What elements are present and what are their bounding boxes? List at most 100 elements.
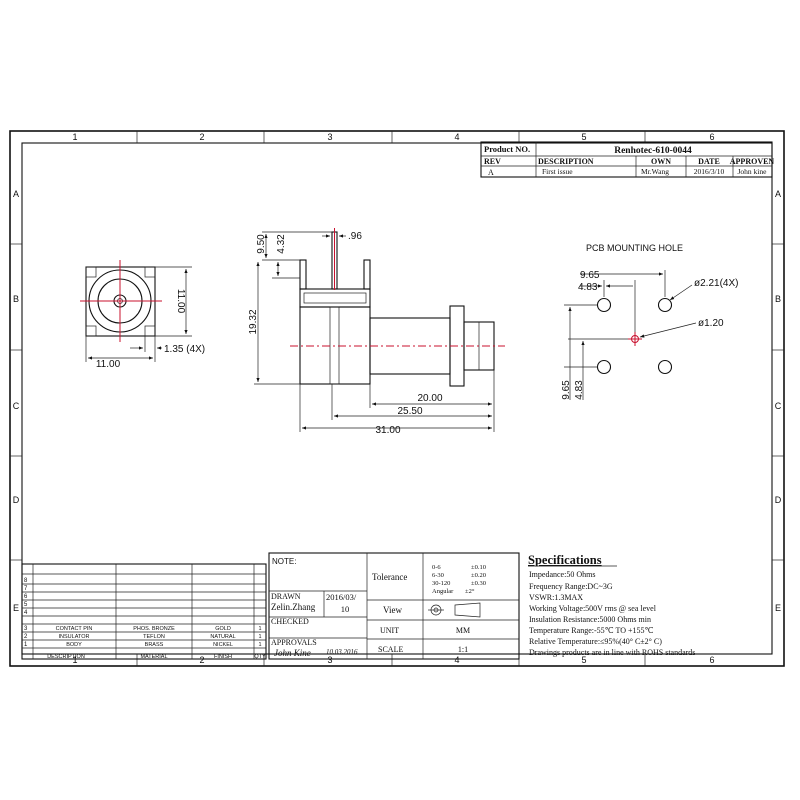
bom-rownum-8: 8 (24, 578, 28, 584)
drawn-date-a: 2016/03/ (326, 592, 357, 602)
col-label-bottom-4: 4 (454, 655, 459, 665)
bom-footer-qty: QTY (254, 654, 266, 660)
row-label-right-E: E (775, 603, 781, 613)
row-label-right-A: A (775, 189, 781, 199)
scale-label: SCALE (378, 645, 403, 654)
outer-border (9, 130, 785, 667)
bom-rownum-6: 6 (24, 594, 28, 600)
bom-part-2: INSULATOR (59, 634, 90, 640)
pcb-dim-9-65-top: 9.65 (580, 270, 600, 281)
tol-range-3: 30-120 (432, 580, 450, 587)
bom-part-3: CONTACT PIN (56, 626, 93, 632)
bom-table (21, 563, 267, 660)
tol-value-4: ±2° (465, 588, 475, 595)
drawn-date-b: 10 (341, 604, 350, 614)
row-label-C: C (13, 401, 20, 411)
own-header: OWN (651, 157, 671, 166)
tolerance-label: Tolerance (372, 572, 407, 582)
side-dim-25-50: 25.50 (397, 406, 422, 417)
side-dim-19-32: 19.32 (248, 309, 259, 334)
side-dim-0-96: .96 (348, 231, 362, 242)
pcb-hole-top-right (657, 297, 673, 313)
front-height-dim: 11.00 (175, 289, 186, 314)
bom-footer-material: MATERIAL (140, 654, 167, 660)
approven-value: John kine (738, 167, 768, 176)
col-label-1: 1 (72, 132, 77, 142)
own-value: Mr.Wang (641, 167, 669, 176)
col-label-6: 6 (709, 132, 714, 142)
bom-rownum-3: 3 (24, 626, 28, 632)
rev-value: A (488, 168, 494, 177)
pcb-dim-4-83-side: 4.83 (574, 380, 585, 400)
row-label-right-B: B (775, 294, 781, 304)
spec-line-8: Drawings products are in line with ROHS … (529, 648, 695, 657)
approvals-label: APPROVALS (271, 638, 317, 647)
col-label-bottom-6: 6 (709, 655, 714, 665)
pcb-hole-bottom-right (657, 359, 673, 375)
description-value: First issue (542, 167, 573, 176)
col-label-3: 3 (327, 132, 332, 142)
note-label: NOTE: (272, 557, 296, 566)
tol-range-2: 6-30 (432, 572, 444, 579)
spec-line-4: Working Voltage:500V rms @ sea level (529, 604, 657, 613)
description-header: DESCRIPTION (538, 157, 594, 166)
col-label-bottom-3: 3 (327, 655, 332, 665)
pcb-dim-4-83-top: 4.83 (578, 282, 598, 293)
date-value: 2016/3/10 (694, 167, 725, 176)
bom-rownum-7: 7 (24, 586, 28, 592)
side-dim-9-50: 9.50 (256, 234, 267, 254)
inner-border (21, 142, 773, 655)
pcb-dim-9-65-side: 9.65 (561, 380, 572, 400)
bom-finish-1: NICKEL (213, 642, 233, 648)
drawn-by: Zelin.Zhang (271, 602, 316, 612)
row-label-E: E (13, 603, 19, 613)
bom-qty-3: 1 (258, 626, 261, 632)
checked-label: CHECKED (271, 617, 309, 626)
spec-line-1: Impedance:50 Ohms (529, 570, 595, 579)
pcb-hole-large-dim: ø2.21(4X) (694, 278, 738, 289)
spec-line-5: Insulation Resistance:5000 Ohms min (529, 615, 651, 624)
approver-signature: John Kine (274, 648, 311, 658)
side-dim-4-32: 4.32 (276, 234, 287, 254)
front-width-dim: 11.00 (96, 359, 121, 370)
bom-part-1: BODY (66, 642, 82, 648)
bom-material-1: BRASS (145, 642, 164, 648)
rev-header: REV (484, 157, 501, 166)
row-label-A: A (13, 189, 19, 199)
unit-value: MM (456, 626, 470, 635)
zone-ticks (10, 131, 784, 666)
bom-rownum-5: 5 (24, 602, 28, 608)
product-no: Renhotec-610-0044 (614, 146, 692, 156)
spec-line-2: Frequency Range:DC~3G (529, 582, 613, 591)
date-header: DATE (698, 157, 720, 166)
bom-material-3: PHOS. BRONZE (133, 626, 175, 632)
bom-rownum-1: 1 (24, 642, 28, 648)
bom-qty-2: 1 (258, 634, 261, 640)
tol-value-2: ±0.20 (471, 572, 486, 579)
drawn-label: DRAWN (271, 592, 301, 601)
row-label-D: D (13, 495, 20, 505)
col-label-5: 5 (581, 132, 586, 142)
bom-finish-2: NATURAL (210, 634, 235, 640)
bom-rownum-2: 2 (24, 634, 28, 640)
title-block (480, 141, 773, 178)
unit-label: UNIT (380, 626, 399, 635)
col-label-bottom-5: 5 (581, 655, 586, 665)
pcb-hole-bottom-left (596, 359, 612, 375)
side-view (254, 228, 505, 432)
front-view (80, 260, 192, 362)
spec-line-6: Temperature Range:-55℃ TO +155℃ (529, 626, 654, 635)
bom-material-2: TEFLON (143, 634, 165, 640)
col-label-2: 2 (199, 132, 204, 142)
bom-footer-description: DESCRIPTION (47, 654, 85, 660)
side-dim-31-00: 31.00 (375, 425, 400, 436)
row-label-right-D: D (775, 495, 782, 505)
pcb-hole-small-dim: ø1.20 (698, 318, 724, 329)
spec-line-7: Relative Temperature:≤95%(40° C±2° C) (529, 637, 662, 646)
notes-block (268, 552, 520, 660)
row-label-B: B (13, 294, 19, 304)
product-no-label: Product NO. (484, 144, 530, 154)
pcb-hole-top-left (596, 297, 612, 313)
tol-range-1: 0-6 (432, 564, 441, 571)
